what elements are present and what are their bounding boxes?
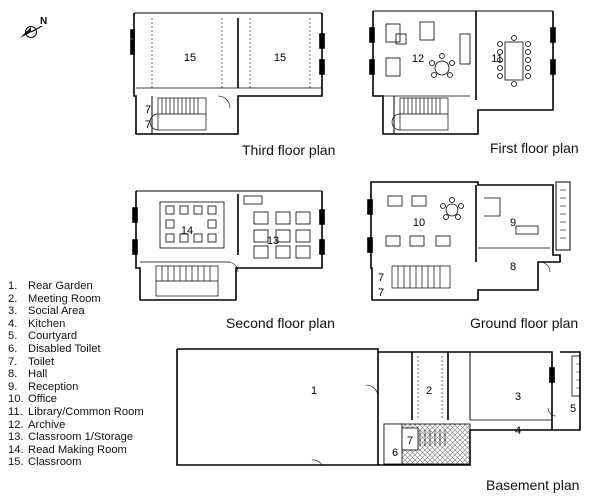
room-label: 9 bbox=[510, 217, 516, 229]
second-floor-plan bbox=[132, 190, 325, 301]
legend-item: 7.Toilet bbox=[8, 355, 55, 368]
third-floor-caption: Third floor plan bbox=[242, 142, 336, 158]
room-label: 7 bbox=[145, 104, 151, 116]
ground-floor-caption: Ground floor plan bbox=[470, 315, 579, 331]
room-label: 13 bbox=[267, 235, 279, 247]
basement-plan bbox=[176, 348, 581, 466]
room-label: 11 bbox=[491, 53, 502, 65]
room-label: 1 bbox=[311, 385, 317, 397]
legend-item: 8.Hall bbox=[8, 368, 48, 381]
second-floor-caption: Second floor plan bbox=[226, 315, 335, 331]
legend-item: 13.Classroom 1/Storage bbox=[8, 431, 134, 444]
room-label: 7 bbox=[378, 287, 384, 299]
legend-item: 5.Courtyard bbox=[8, 330, 78, 343]
legend-item: 15.Classroom bbox=[8, 456, 82, 469]
basement-caption: Basement plan bbox=[486, 477, 580, 493]
room-label: 12 bbox=[412, 53, 424, 65]
room-label: 3 bbox=[515, 391, 521, 403]
legend-item: 3.Social Area bbox=[8, 305, 85, 318]
room-label: 15 bbox=[274, 52, 286, 64]
legend-item: 6.Disabled Toilet bbox=[8, 342, 101, 355]
compass-label: N bbox=[40, 16, 47, 27]
legend-item: 11.Library/Common Room bbox=[8, 405, 144, 418]
first-floor-plan bbox=[369, 10, 556, 135]
legend-item: 12.Archive bbox=[8, 418, 66, 431]
legend-item: 4.Kitchen bbox=[8, 317, 66, 330]
ground-floor-plan bbox=[367, 181, 571, 301]
legend-item: 10.Office bbox=[8, 393, 58, 406]
legend-item: 2.Meeting Room bbox=[8, 292, 101, 305]
legend-item: 9.Reception bbox=[8, 380, 79, 393]
room-label: 7 bbox=[378, 272, 384, 284]
room-label: 7 bbox=[407, 435, 413, 447]
first-floor-caption: First floor plan bbox=[490, 140, 579, 156]
legend-item: 1.Rear Garden bbox=[8, 280, 93, 292]
room-label: 6 bbox=[392, 447, 398, 459]
room-legend: 1.Rear Garden 2.Meeting Room 3.Social Ar… bbox=[8, 280, 144, 469]
room-label: 7 bbox=[145, 119, 151, 131]
room-label: 4 bbox=[515, 425, 521, 437]
room-label: 10 bbox=[413, 217, 425, 229]
legend-item: 14.Read Making Room bbox=[8, 443, 127, 456]
room-label: 5 bbox=[570, 403, 576, 415]
room-label: 8 bbox=[510, 261, 516, 273]
third-floor-plan bbox=[130, 12, 325, 135]
compass-icon: N bbox=[20, 16, 47, 38]
room-label: 14 bbox=[181, 225, 193, 237]
room-label: 2 bbox=[426, 385, 432, 397]
room-label: 15 bbox=[184, 52, 196, 64]
